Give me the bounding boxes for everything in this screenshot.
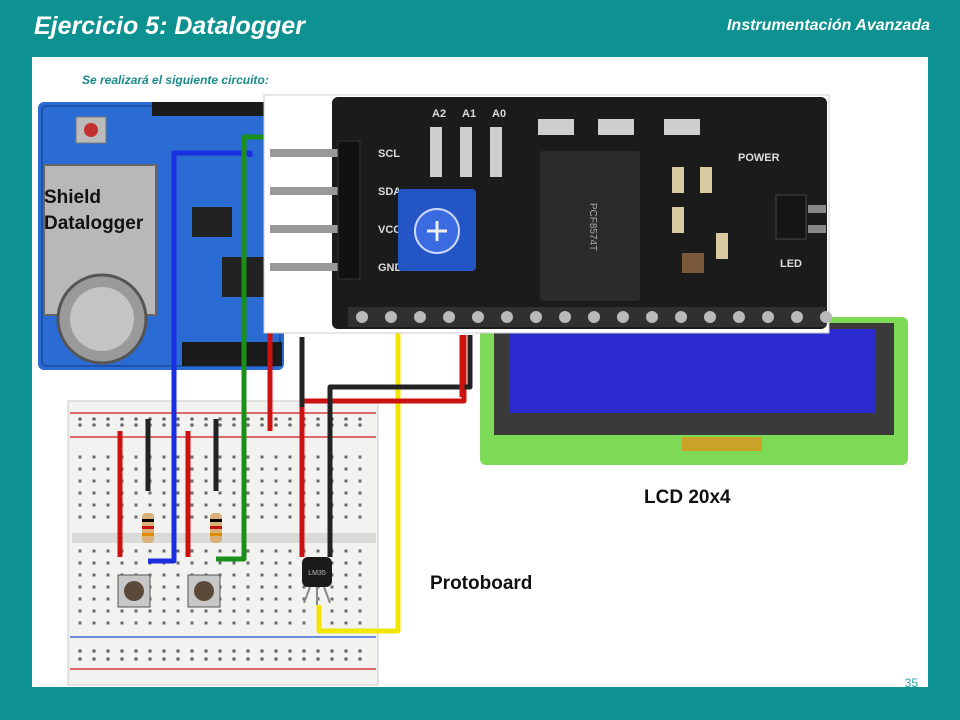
wire-green bbox=[216, 134, 268, 562]
page-number: 35 bbox=[904, 676, 918, 690]
intro-text: Se realizará el siguiente circuito: bbox=[82, 73, 269, 87]
wire-blue bbox=[148, 150, 253, 564]
label-protoboard: Protoboard bbox=[430, 573, 533, 594]
pin-label-scl: SCL bbox=[378, 148, 400, 160]
pin-label-vcc: VCC bbox=[378, 224, 401, 236]
addr-label-a0: A0 bbox=[492, 108, 506, 120]
addr-label-a2: A2 bbox=[432, 108, 446, 120]
jumper bbox=[775, 194, 826, 240]
lcd-screen bbox=[510, 329, 876, 413]
wires bbox=[117, 134, 473, 634]
breadboard-holes bbox=[78, 417, 362, 661]
addr-label-a1: A1 bbox=[462, 108, 476, 120]
slide-subtitle: Instrumentación Avanzada bbox=[726, 17, 930, 34]
push-button-2 bbox=[187, 574, 221, 608]
wire-black-sensor bbox=[327, 335, 473, 557]
led-label: LED bbox=[780, 258, 802, 270]
lm35-sensor: LM35 bbox=[302, 557, 332, 605]
circuit-diagram: LM35 bbox=[38, 94, 908, 686]
resistor-2 bbox=[210, 513, 222, 543]
reset-button bbox=[75, 116, 107, 144]
pin-label-gnd: GND bbox=[378, 262, 403, 274]
wire-yellow bbox=[316, 327, 401, 634]
chip-marking: PCF8574T bbox=[587, 203, 598, 251]
i2c-pin-header bbox=[270, 140, 361, 280]
lcd-20x4-module bbox=[480, 317, 908, 465]
label-shield-datalogger: Shield Datalogger bbox=[44, 187, 144, 234]
potentiometer bbox=[398, 189, 476, 271]
power-label: POWER bbox=[738, 152, 780, 164]
slide-title: Ejercicio 5: Datalogger bbox=[34, 12, 305, 40]
pin-label-sda: SDA bbox=[378, 186, 401, 198]
resistor-1 bbox=[142, 513, 154, 543]
content-panel: Se realizará el siguiente circuito: bbox=[32, 57, 928, 687]
sensor-marking: LM35 bbox=[308, 570, 326, 577]
label-lcd-20x4: LCD 20x4 bbox=[644, 487, 731, 508]
push-button-1 bbox=[117, 574, 151, 608]
pcf8574-chip: PCF8574T bbox=[540, 151, 640, 301]
lcd-pin-header bbox=[356, 311, 832, 323]
i2c-adapter-module: SCL SDA VCC GND A2 A1 A0 POWER LED bbox=[263, 94, 832, 334]
shield-datalogger-board bbox=[38, 102, 284, 370]
